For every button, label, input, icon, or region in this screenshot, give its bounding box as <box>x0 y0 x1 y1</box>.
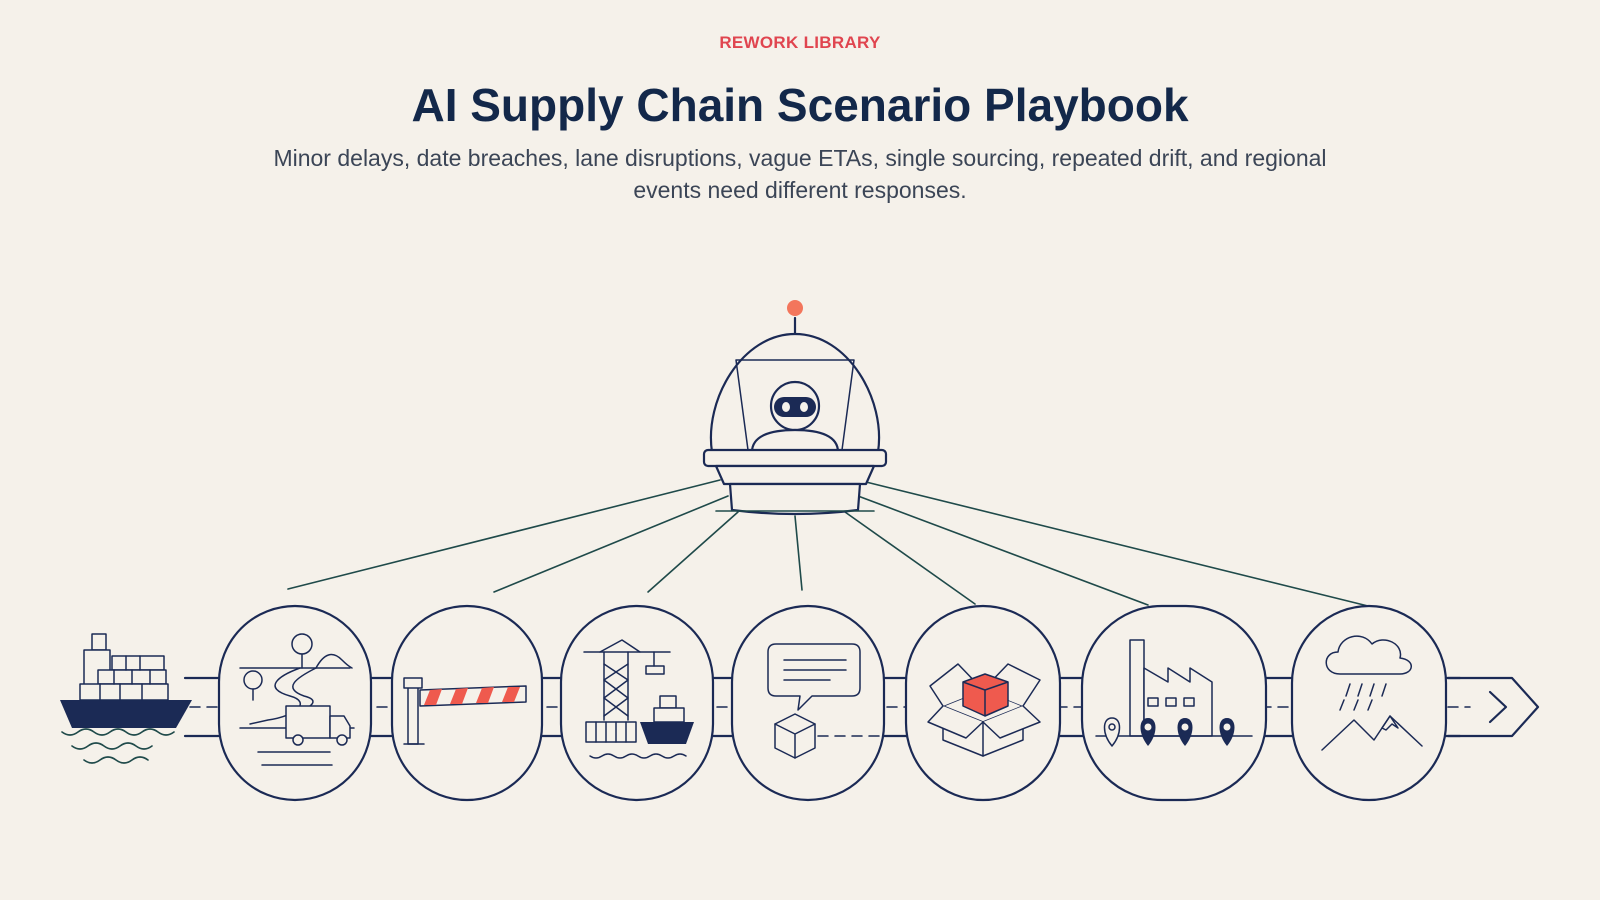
scenario-pod-single-sourcing <box>904 604 1062 802</box>
factory-location-pins-icon <box>1095 639 1253 747</box>
barrier-gate-icon <box>403 677 527 745</box>
cargo-ship-icon <box>60 633 192 764</box>
truck-on-road-icon <box>239 633 355 766</box>
ai-robot-control-pod-icon <box>702 300 888 516</box>
page-subtitle: Minor delays, date breaches, lane disrup… <box>273 145 1327 203</box>
open-box-icon <box>927 663 1041 757</box>
antenna-light-icon <box>787 300 803 316</box>
message-bubble-package-icon <box>767 643 881 759</box>
scenario-pod-vague-etas <box>730 604 886 802</box>
scenario-pod-repeated-drift <box>1080 604 1268 802</box>
scenario-pod-regional-events <box>1290 604 1448 802</box>
scenario-pod-date-breaches <box>390 604 544 802</box>
hub-connectors <box>287 479 1369 607</box>
port-crane-ship-icon <box>583 639 694 759</box>
page-title: AI Supply Chain Scenario Playbook <box>411 79 1189 131</box>
rain-cloud-mountains-icon <box>1321 635 1423 751</box>
eyebrow-label: REWORK LIBRARY <box>719 33 881 52</box>
scenario-pod-minor-delays <box>217 604 373 802</box>
scenario-pod-lane-disruptions <box>559 604 715 802</box>
